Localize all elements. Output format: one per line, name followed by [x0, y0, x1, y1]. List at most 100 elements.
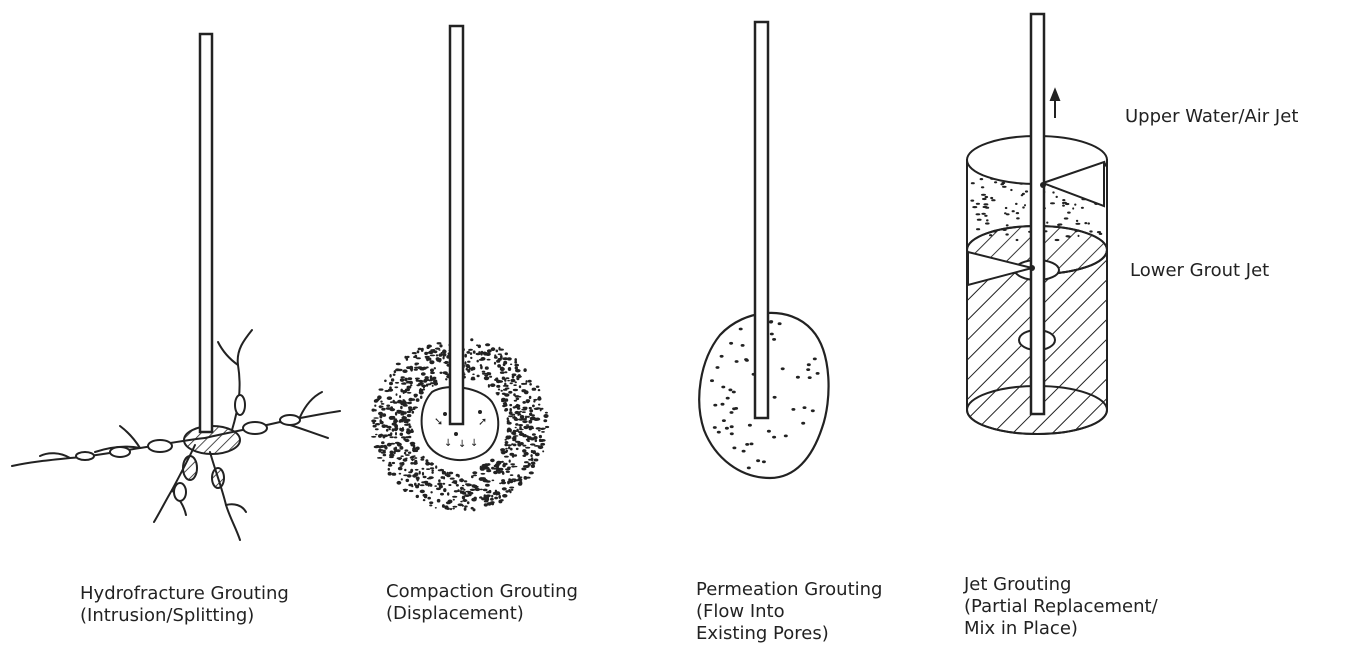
soil-speck [542, 450, 544, 452]
soil-speck [515, 441, 521, 443]
soil-speck [438, 479, 441, 482]
soil-speck [508, 391, 512, 394]
soil-speck [463, 489, 465, 491]
soil-speck [521, 467, 526, 470]
soil-speck [423, 499, 426, 501]
jet-speck [1024, 204, 1026, 206]
soil-speck [498, 472, 501, 474]
soil-speck [476, 353, 481, 355]
soil-speck [409, 490, 414, 492]
soil-speck [528, 380, 532, 383]
soil-speck [529, 427, 532, 431]
soil-speck [434, 485, 437, 487]
soil-speck [453, 506, 458, 508]
soil-speck [408, 436, 412, 439]
soil-speck [502, 393, 506, 395]
soil-speck [387, 396, 392, 400]
soil-speck [425, 376, 429, 379]
soil-speck [485, 343, 490, 346]
soil-speck [482, 371, 486, 373]
soil-speck [400, 389, 403, 393]
soil-speck [430, 355, 435, 357]
soil-speck [473, 350, 476, 353]
soil-speck [384, 435, 387, 437]
pore-dot [732, 391, 736, 394]
soil-speck [429, 504, 432, 506]
jet-speck [1081, 207, 1084, 209]
jet-speck [1050, 202, 1055, 204]
soil-speck [399, 428, 404, 431]
jet-speck [1075, 223, 1080, 225]
soil-speck [470, 489, 476, 491]
soil-speck [410, 430, 414, 433]
soil-speck [541, 431, 545, 433]
soil-speck [402, 419, 407, 422]
pore-dot [741, 344, 745, 347]
soil-speck [381, 441, 385, 444]
pore-dot [732, 447, 736, 450]
pore-dot [769, 321, 773, 324]
soil-speck [498, 495, 501, 499]
soil-speck [392, 428, 395, 431]
soil-speck [512, 373, 517, 376]
soil-speck [484, 467, 490, 470]
soil-speck [458, 503, 464, 506]
soil-speck [422, 468, 425, 470]
soil-speck [486, 372, 489, 375]
pore-dot [770, 333, 774, 336]
jet-speck [972, 206, 977, 208]
soil-speck [510, 382, 513, 384]
lower-jet-label: Lower Grout Jet [1130, 260, 1269, 281]
soil-speck [499, 468, 504, 471]
soil-speck [404, 356, 407, 359]
soil-speck [497, 364, 501, 368]
fracture-veins [12, 330, 340, 540]
soil-speck [470, 338, 473, 341]
soil-speck [433, 382, 438, 385]
soil-speck [400, 406, 403, 409]
jet-speck [985, 207, 989, 209]
soil-speck [414, 457, 417, 459]
soil-speck [523, 368, 526, 372]
soil-speck [448, 472, 453, 475]
soil-speck [440, 372, 443, 374]
jet-speck [980, 178, 984, 180]
soil-speck [481, 473, 486, 475]
soil-speck [513, 481, 516, 483]
soil-speck [392, 462, 395, 464]
soil-speck [400, 465, 403, 467]
soil-speck [398, 467, 403, 470]
soil-speck [427, 345, 432, 348]
soil-speck [510, 379, 515, 382]
soil-speck [503, 389, 507, 391]
soil-speck [431, 471, 433, 474]
soil-speck [532, 433, 536, 436]
soil-speck [379, 415, 382, 419]
soil-speck [446, 474, 450, 477]
soil-speck [524, 426, 528, 429]
soil-speck [517, 474, 520, 477]
soil-speck [447, 492, 449, 495]
soil-speck [478, 345, 481, 349]
soil-speck [505, 441, 509, 444]
soil-speck [464, 494, 470, 497]
jet-speck [1022, 193, 1025, 195]
pore-dot [739, 328, 743, 331]
soil-speck [440, 493, 444, 496]
soil-speck [422, 368, 425, 371]
soil-speck [496, 380, 501, 384]
soil-speck [545, 426, 549, 428]
soil-speck [390, 401, 393, 403]
soil-speck [483, 489, 488, 492]
soil-speck [423, 476, 427, 478]
soil-speck [450, 478, 455, 480]
soil-speck [414, 367, 419, 369]
pore-dot [772, 338, 776, 341]
soil-speck [412, 447, 417, 450]
soil-speck [418, 348, 422, 351]
soil-speck [504, 371, 507, 373]
soil-speck [514, 454, 517, 456]
soil-speck [522, 449, 526, 453]
jet-speck [1056, 196, 1058, 198]
pore-dot [730, 432, 734, 435]
